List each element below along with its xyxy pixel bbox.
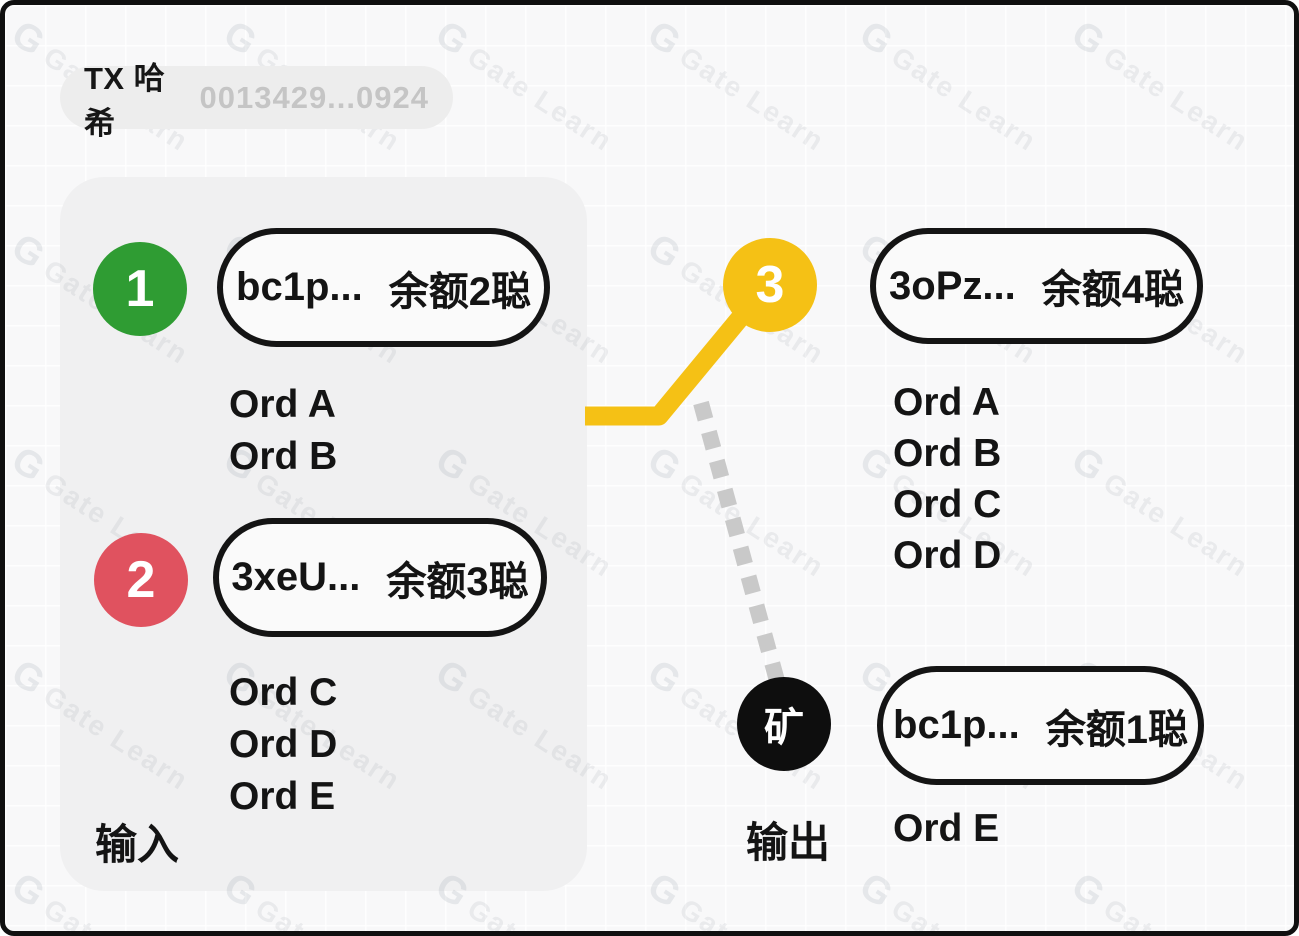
input-1-address-pill: bc1p... 余额2聪: [217, 228, 550, 347]
watermark-logo: G: [4, 439, 54, 492]
ord-item: Ord D: [229, 723, 338, 766]
tx-hash-label: TX 哈希: [84, 60, 166, 141]
ord-item: Ord C: [229, 671, 338, 714]
input-2-ord-list: Ord C Ord D Ord E: [229, 667, 337, 823]
watermark-logo: G: [640, 439, 690, 492]
watermark-logo: G: [1064, 439, 1114, 492]
outputs-section-label: 输出: [746, 819, 831, 866]
input-1-address: bc1p...: [236, 265, 363, 309]
input-2-address: 3xeU...: [231, 555, 361, 599]
watermark-logo: G: [216, 13, 266, 66]
watermark-logo: G: [640, 865, 690, 918]
watermark-logo: G: [4, 865, 54, 918]
watermark-logo: G: [4, 226, 54, 279]
watermark: GGate Learn: [428, 13, 619, 158]
watermark: GGate Learn: [1064, 865, 1259, 931]
ord-item: Ord E: [893, 807, 1000, 850]
watermark: GGate Learn: [1064, 13, 1255, 158]
watermark-logo: G: [640, 652, 690, 705]
watermark-logo: G: [852, 13, 902, 66]
ord-item: Ord C: [893, 483, 1002, 526]
input-1-ord-list: Ord A Ord B: [229, 379, 337, 483]
input-2-badge: 2: [94, 533, 188, 627]
watermark: GGate Learn: [852, 865, 1047, 931]
output-1-badge: 3: [723, 238, 817, 332]
ord-item: Ord B: [893, 432, 1002, 475]
ord-item: Ord E: [229, 775, 336, 818]
output-2-address: bc1p...: [893, 703, 1020, 747]
output-2-ord-list: Ord E: [893, 803, 999, 855]
output-2-address-pill: bc1p... 余额1聪: [877, 666, 1204, 785]
ord-item: Ord B: [229, 435, 338, 478]
dashed-miner-fee-line: [693, 400, 790, 702]
input-1-balance: 余额2聪: [388, 269, 531, 314]
watermark: GGate Learn: [1064, 439, 1255, 584]
output-2-balance: 余额1聪: [1045, 707, 1188, 752]
watermark-logo: G: [428, 13, 478, 66]
input-2-address-pill: 3xeU... 余额3聪: [213, 518, 547, 637]
output-1-address: 3oPz...: [889, 263, 1016, 308]
watermark: GGate Learn: [640, 13, 831, 158]
output-1-balance: 余额4聪: [1041, 268, 1184, 312]
input-1-badge: 1: [93, 242, 187, 336]
input-2-balance: 余额3聪: [386, 559, 529, 604]
output-1-address-pill: 3oPz... 余额4聪: [870, 228, 1203, 344]
tx-hash-value: 0013429...0924: [199, 79, 429, 115]
watermark-logo: G: [640, 226, 690, 279]
tx-hash-pill: TX 哈希 0013429...0924: [60, 61, 453, 141]
output-1-ord-list: Ord A Ord B Ord C Ord D: [893, 377, 1001, 581]
watermark: GGate Learn: [852, 13, 1043, 158]
ord-item: Ord A: [229, 383, 336, 426]
ord-item: Ord D: [893, 534, 1002, 577]
watermark: GGate Learn: [640, 439, 831, 584]
watermark-logo: G: [1064, 13, 1114, 66]
miner-badge: 矿: [737, 677, 831, 771]
watermark-logo: G: [1064, 865, 1114, 918]
watermark-logo: G: [4, 652, 54, 705]
inputs-section-label: 输入: [95, 821, 180, 868]
watermark-logo: G: [852, 865, 902, 918]
watermark: GGate Learn: [640, 865, 835, 931]
watermark-logo: G: [640, 13, 690, 66]
watermark-logo: G: [4, 13, 54, 66]
ord-item: Ord A: [893, 381, 1000, 424]
